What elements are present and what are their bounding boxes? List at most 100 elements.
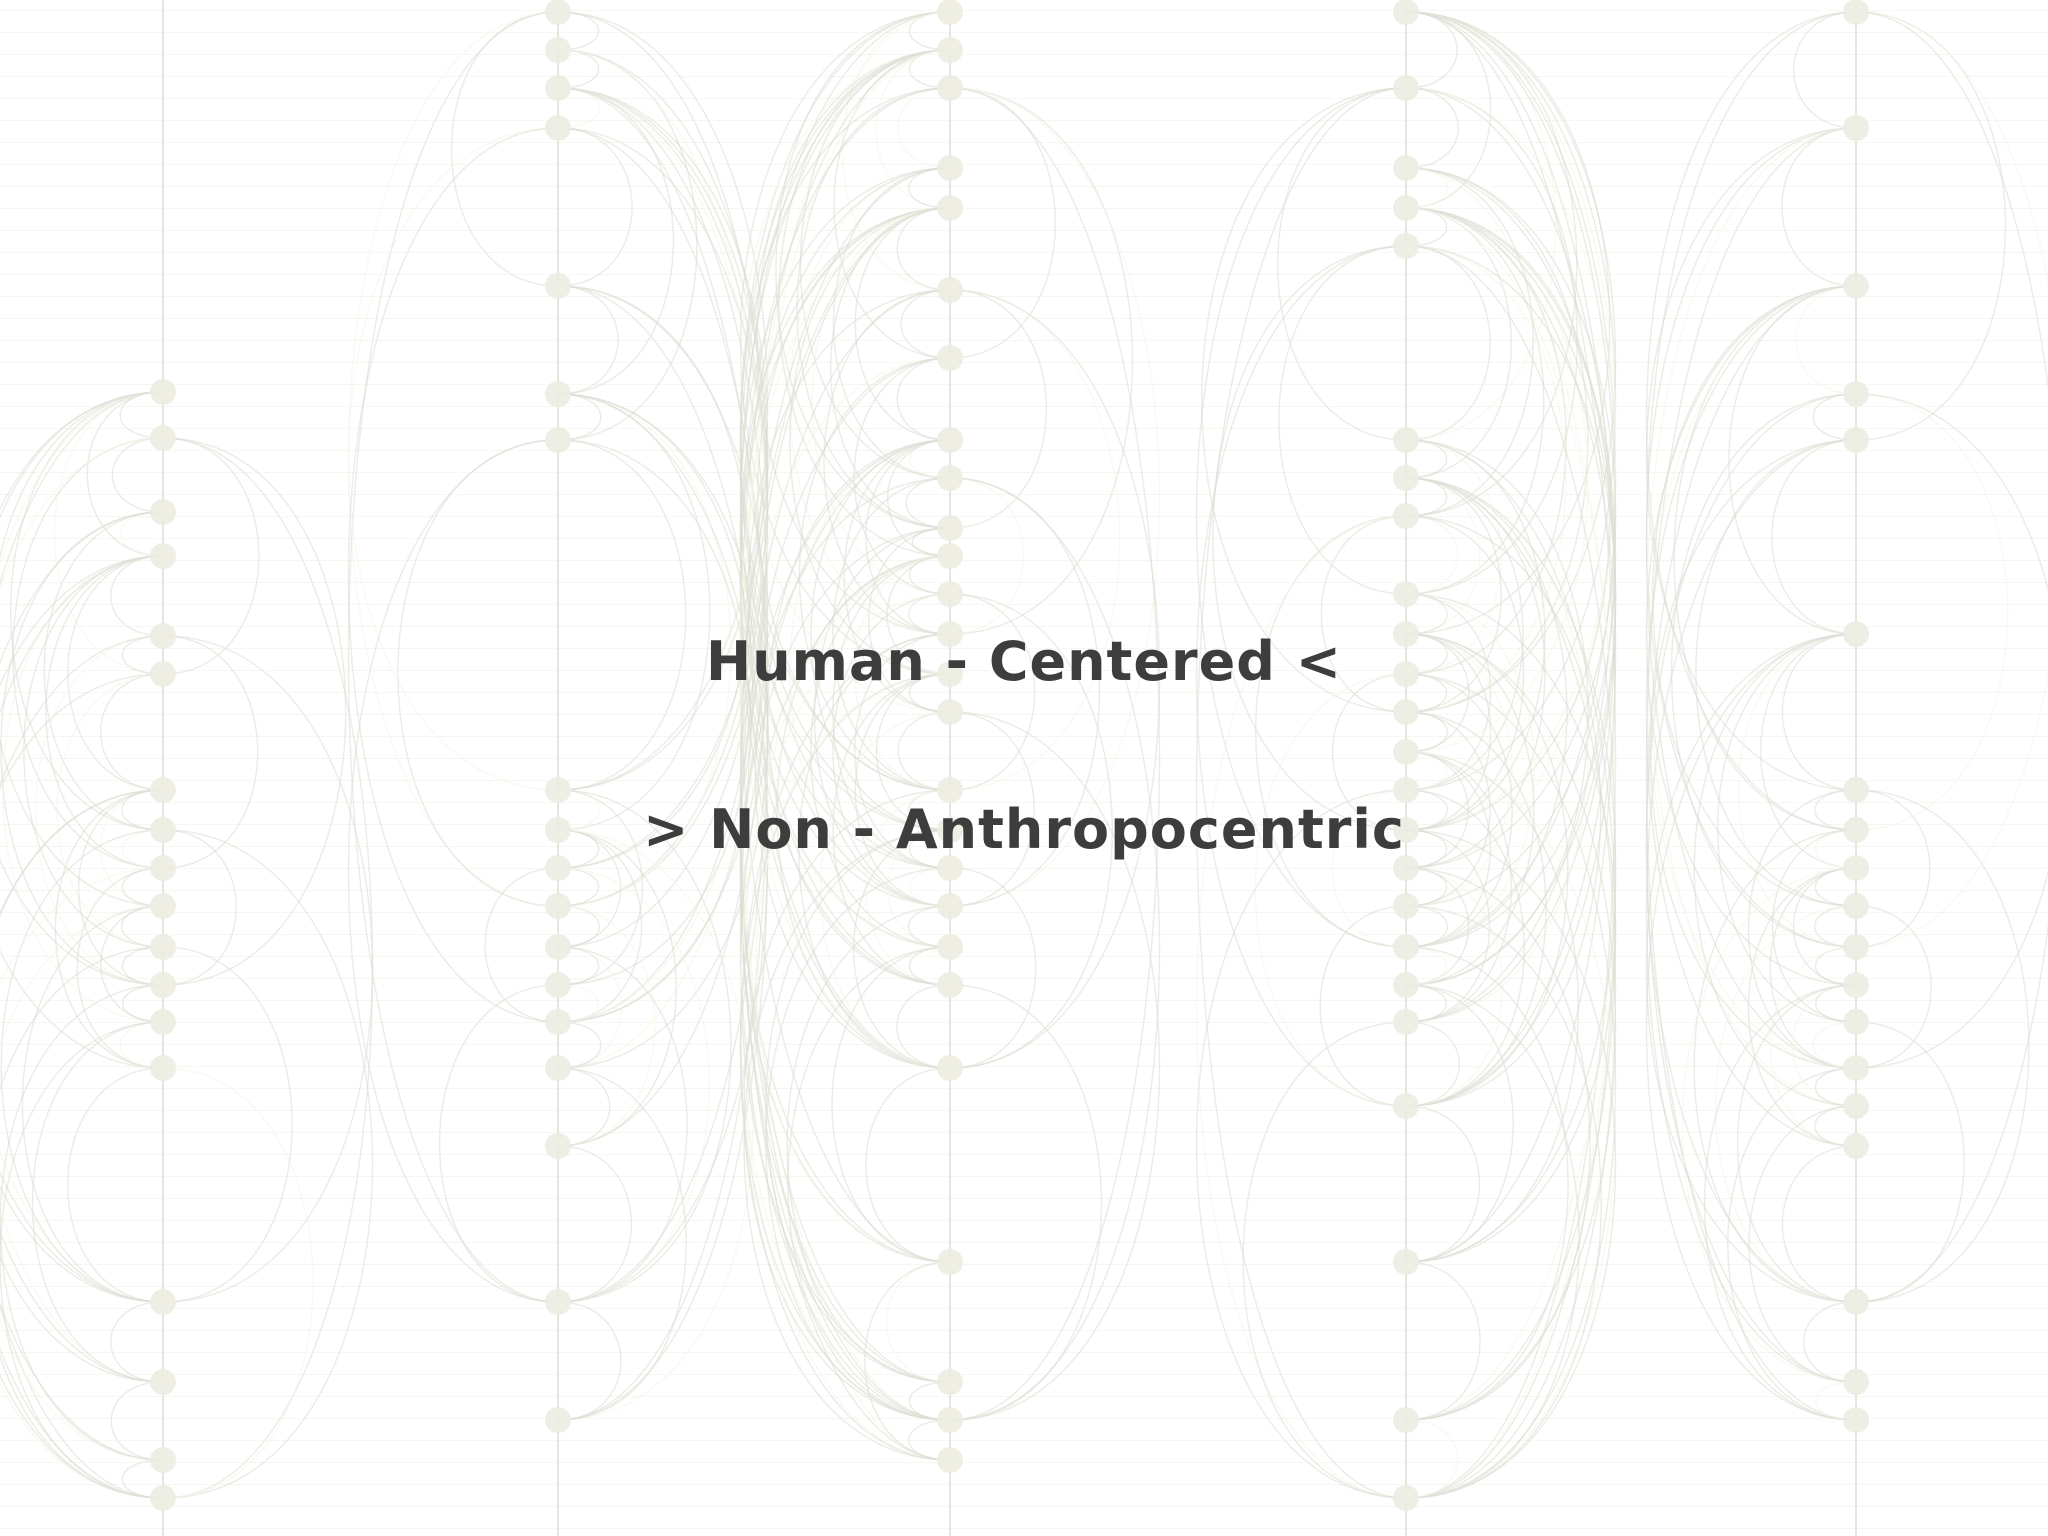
arc-line bbox=[1645, 285, 1857, 1147]
arc-line bbox=[1405, 477, 1524, 791]
arc-line bbox=[31, 1021, 164, 1383]
arc-line bbox=[557, 829, 643, 1023]
node-dot bbox=[545, 777, 571, 803]
arc-line bbox=[853, 357, 951, 595]
arc-line bbox=[1645, 11, 1857, 831]
arc-line bbox=[557, 1067, 687, 1421]
node-dot bbox=[150, 777, 176, 803]
stripe-line bbox=[0, 164, 2048, 165]
arc-line bbox=[110, 555, 164, 637]
arc-line bbox=[1277, 87, 1407, 441]
arc-line bbox=[865, 439, 951, 635]
arc-line bbox=[1405, 477, 1546, 869]
arc-line bbox=[1405, 711, 1491, 907]
node-dot bbox=[937, 345, 963, 371]
node-dot bbox=[150, 855, 176, 881]
arc-line bbox=[1855, 11, 2048, 1303]
arc-line bbox=[557, 1021, 602, 1069]
stripe-line bbox=[0, 1198, 2048, 1199]
stripe-line bbox=[0, 824, 2048, 825]
arc-line bbox=[1405, 751, 1491, 948]
node-dot bbox=[150, 1447, 176, 1473]
arc-line bbox=[1405, 633, 1617, 1421]
arc-line bbox=[1405, 905, 1448, 948]
node-dot bbox=[937, 855, 963, 881]
arc-line bbox=[1405, 439, 1502, 675]
arc-line bbox=[1652, 285, 1857, 907]
node-dot bbox=[937, 1249, 963, 1275]
arc-line bbox=[1195, 87, 1407, 1499]
arc-line bbox=[832, 477, 951, 791]
arc-line bbox=[1855, 789, 1931, 948]
arc-line bbox=[865, 1067, 951, 1263]
headline-non-anthropocentric: > Non - Anthropocentric bbox=[643, 798, 1405, 861]
node-dot bbox=[1393, 972, 1419, 998]
arc-line bbox=[1803, 1301, 1857, 1383]
stripe-line bbox=[0, 868, 2048, 869]
stripe-line bbox=[0, 1308, 2048, 1309]
stripe-line bbox=[0, 120, 2048, 121]
stripe-line bbox=[0, 714, 2048, 715]
stripe-line bbox=[0, 1330, 2048, 1331]
arc-line bbox=[347, 127, 559, 1023]
arc-line bbox=[557, 393, 769, 1303]
arc-line bbox=[9, 391, 164, 831]
stripe-line bbox=[0, 142, 2048, 143]
stripe-line bbox=[0, 1110, 2048, 1111]
node-dot bbox=[937, 817, 963, 843]
stripe-line bbox=[0, 626, 2048, 627]
arc-line bbox=[1781, 633, 1857, 791]
arc-line bbox=[557, 867, 710, 1303]
arc-line bbox=[557, 127, 633, 287]
arc-line bbox=[1405, 673, 1513, 948]
node-dot bbox=[937, 777, 963, 803]
arc-line bbox=[754, 477, 951, 1069]
node-dot bbox=[545, 1055, 571, 1081]
arc-line bbox=[949, 477, 1161, 1421]
stripe-line bbox=[0, 648, 2048, 649]
arc-line bbox=[557, 1067, 611, 1147]
stripe-line bbox=[0, 76, 2048, 77]
stripe-line bbox=[0, 802, 2048, 803]
node-dot bbox=[150, 817, 176, 843]
arc-line bbox=[897, 87, 951, 169]
arc-line bbox=[739, 439, 951, 1421]
arc-line bbox=[1693, 633, 1857, 1107]
arc-line bbox=[1769, 946, 1857, 1147]
arc-line bbox=[841, 11, 951, 291]
arc-line bbox=[56, 673, 164, 948]
arc-line bbox=[162, 437, 260, 675]
arc-line bbox=[557, 829, 677, 1147]
arc-line bbox=[1405, 87, 1459, 169]
node-dot bbox=[937, 543, 963, 569]
arc-line bbox=[775, 11, 951, 529]
node-dot bbox=[1393, 661, 1419, 687]
arc-line bbox=[1405, 515, 1602, 1107]
arc-line bbox=[1405, 1419, 1459, 1499]
arc-line bbox=[1405, 477, 1502, 713]
node-dot bbox=[150, 1485, 176, 1511]
node-dot bbox=[1393, 581, 1419, 607]
arc-line bbox=[1727, 1067, 1857, 1421]
arc-line bbox=[739, 357, 951, 1383]
arc-line bbox=[756, 49, 951, 635]
node-dot bbox=[1843, 972, 1869, 998]
arc-line bbox=[949, 711, 1035, 907]
arc-line bbox=[1645, 127, 1857, 948]
stripe-line bbox=[0, 296, 2048, 297]
arc-line bbox=[1405, 905, 1603, 1499]
arc-line bbox=[798, 633, 951, 1069]
arc-line bbox=[853, 829, 951, 1069]
node-dot bbox=[937, 75, 963, 101]
node-dot bbox=[937, 699, 963, 725]
stripe-line bbox=[0, 274, 2048, 275]
arc-line bbox=[0, 555, 164, 1461]
arc-line bbox=[1405, 633, 1492, 831]
node-dot bbox=[1843, 893, 1869, 919]
arc-line bbox=[832, 555, 951, 869]
stripe-line bbox=[0, 1000, 2048, 1001]
node-dot bbox=[545, 0, 571, 25]
arc-line bbox=[1747, 867, 1857, 1147]
node-dot bbox=[937, 661, 963, 687]
arc-line bbox=[0, 905, 164, 1461]
